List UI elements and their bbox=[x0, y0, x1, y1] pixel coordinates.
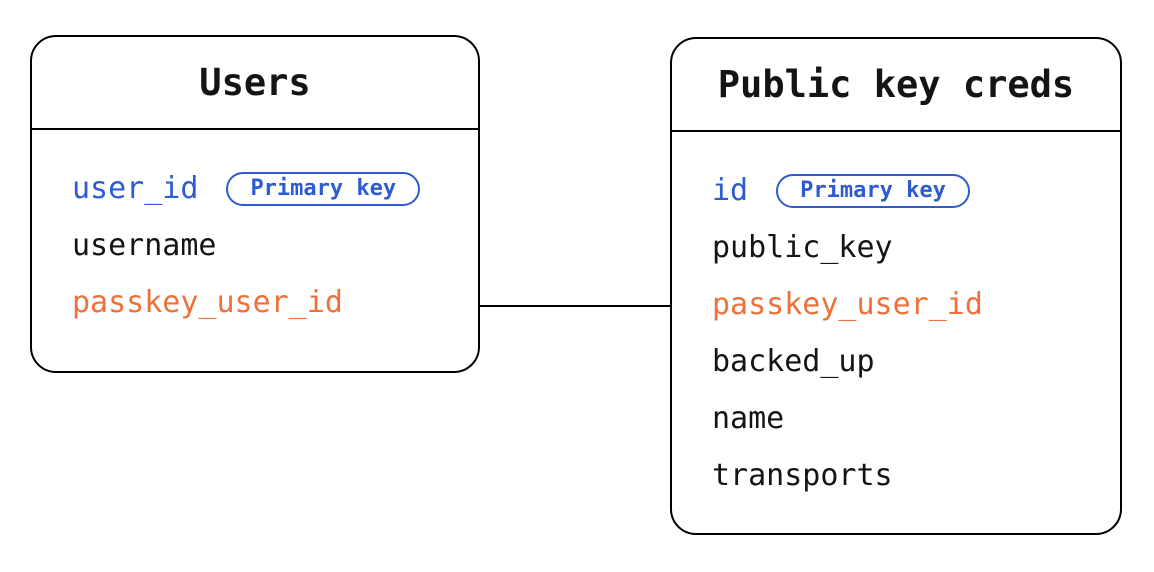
field-row-passkey_user_id: passkey_user_id bbox=[712, 276, 1100, 333]
public-key-creds-table: Public key creds id Primary key public_key… bbox=[670, 37, 1122, 535]
field-row-backed_up: backed_up bbox=[712, 333, 1100, 390]
field-row-user_id: user_id Primary key bbox=[72, 160, 458, 217]
field-name: passkey_user_id bbox=[72, 285, 343, 320]
field-name: username bbox=[72, 228, 217, 263]
primary-key-badge: Primary key bbox=[226, 171, 421, 206]
field-name: backed_up bbox=[712, 344, 875, 379]
field-row-transports: transports bbox=[712, 447, 1100, 504]
field-name: name bbox=[712, 401, 785, 436]
users-table-fields: user_id Primary key username passkey_user_i… bbox=[32, 130, 478, 331]
field-row-passkey_user_id: passkey_user_id bbox=[72, 274, 458, 331]
field-name: passkey_user_id bbox=[712, 287, 983, 322]
field-row-public_key: public_key bbox=[712, 219, 1100, 276]
primary-key-badge: Primary key bbox=[776, 173, 970, 208]
relationship-line bbox=[480, 305, 670, 307]
field-row-id: id Primary key bbox=[712, 162, 1100, 219]
public-key-creds-table-title: Public key creds bbox=[672, 39, 1120, 132]
field-row-name: name bbox=[712, 390, 1100, 447]
users-table-title: Users bbox=[32, 37, 478, 130]
field-name: public_key bbox=[712, 230, 893, 265]
field-name: user_id bbox=[72, 171, 199, 206]
users-table: Users user_id Primary key username passkey_… bbox=[30, 35, 480, 373]
field-row-username: username bbox=[72, 217, 458, 274]
field-name: id bbox=[712, 173, 749, 208]
field-name: transports bbox=[712, 458, 893, 493]
